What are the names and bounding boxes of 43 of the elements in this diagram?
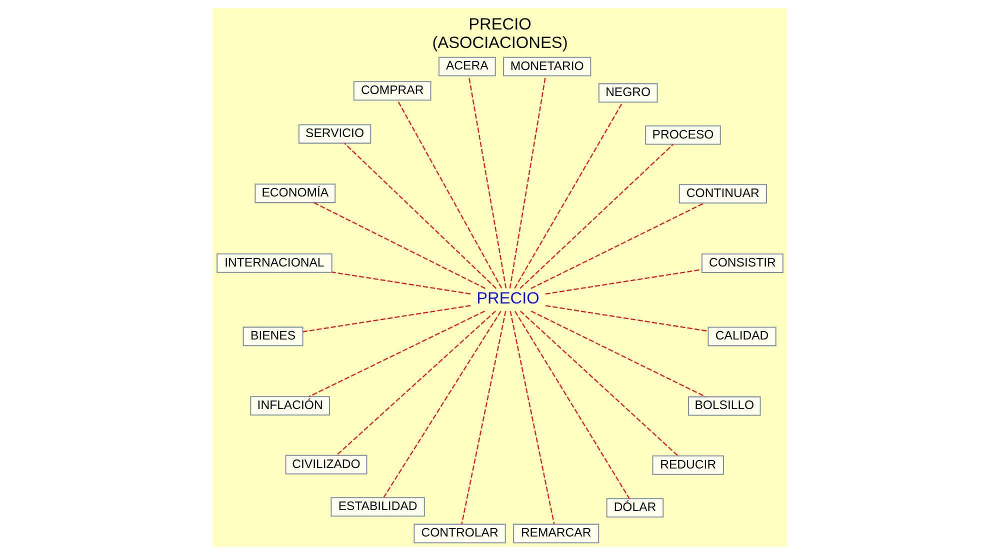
- node-box: ACERA: [438, 56, 496, 76]
- connector: [308, 310, 485, 398]
- node-box: CALIDAD: [708, 326, 776, 346]
- connector: [313, 202, 486, 289]
- caption: (ASOCIACIONES): [432, 34, 568, 52]
- node-box: ECONOMÍA: [254, 184, 336, 204]
- diagram-title: PRECIO: [468, 15, 532, 34]
- connector: [396, 100, 502, 289]
- node-box: DÓLAR: [606, 498, 664, 518]
- connector: [520, 144, 674, 289]
- connector: [344, 142, 497, 289]
- node-box: INFLACIÓN: [250, 396, 330, 416]
- connector: [520, 310, 678, 456]
- node-box: REMARCAR: [513, 524, 600, 544]
- connector: [510, 310, 555, 524]
- connector: [514, 102, 624, 289]
- connector: [530, 202, 704, 289]
- node-box: REDUCIR: [652, 455, 724, 475]
- connector: [332, 272, 471, 294]
- node-box: ESTABILIDAD: [330, 497, 425, 517]
- connector: [468, 76, 507, 288]
- node-box: INTERNACIONAL: [216, 253, 332, 273]
- node-box: CIVILIZADO: [285, 454, 368, 474]
- connector: [514, 310, 630, 499]
- node-box: COMPRAR: [353, 81, 432, 101]
- connector: [302, 305, 471, 332]
- connector: [509, 76, 546, 288]
- node-box: CONTINUAR: [678, 184, 767, 204]
- node-box: CONSISTIR: [701, 254, 784, 273]
- node-box: MONETARIO: [503, 56, 592, 76]
- connector: [383, 310, 502, 498]
- connector: [336, 310, 496, 456]
- node-box: PROCESO: [645, 125, 721, 145]
- connector: [530, 310, 706, 398]
- connector: [545, 268, 702, 295]
- node-text: PRECIO: [476, 290, 540, 308]
- node-box: BOLSILLO: [688, 396, 761, 416]
- connector: [461, 310, 506, 524]
- connector: [546, 305, 708, 332]
- node-box: CONTROLAR: [414, 524, 506, 544]
- node-box: NEGRO: [598, 83, 658, 103]
- node-box: SERVICIO: [298, 124, 372, 144]
- node-box: BIENES: [242, 326, 304, 346]
